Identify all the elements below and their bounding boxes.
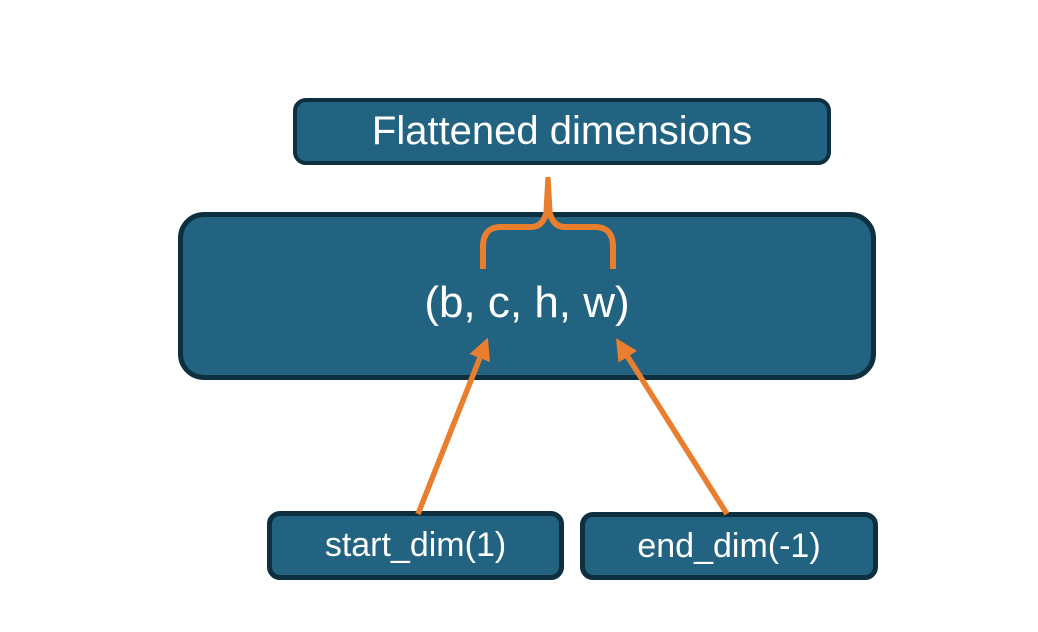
brace-stem-connector [543, 177, 553, 213]
node-start-dim-label: start_dim(1) [324, 526, 507, 564]
node-start-dim: start_dim(1) [267, 511, 564, 580]
node-flattened-dimensions-label: Flattened dimensions [371, 109, 753, 153]
node-tensor-shape-label: (b, c, h, w) [424, 278, 630, 327]
node-flattened-dimensions: Flattened dimensions [293, 98, 831, 165]
node-tensor-shape: (b, c, h, w) [178, 212, 876, 380]
node-end-dim-label: end_dim(-1) [637, 526, 821, 565]
node-end-dim: end_dim(-1) [580, 512, 878, 580]
